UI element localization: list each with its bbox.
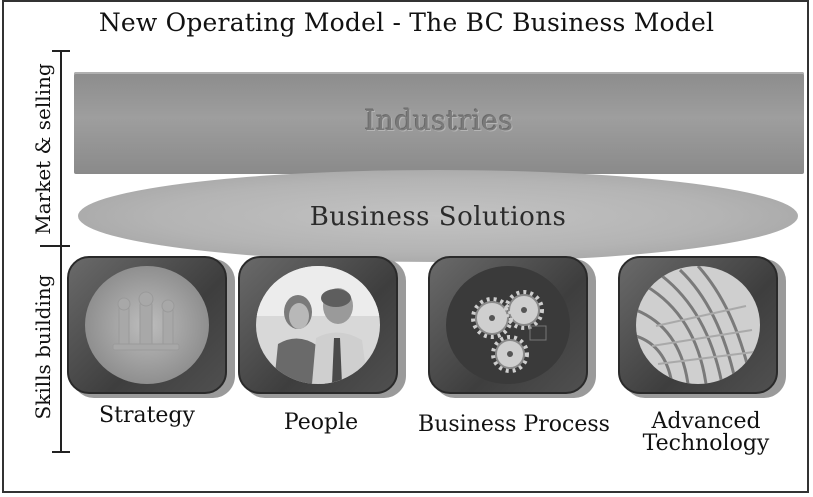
- market-selling-label: Market & selling: [31, 63, 55, 235]
- advanced-technology-label-line1: Advanced: [651, 409, 761, 434]
- market-bracket-vertical: [60, 50, 62, 246]
- people-tile: [238, 256, 406, 398]
- bracket-middle-tick: [40, 245, 70, 247]
- people-label: People: [283, 410, 359, 435]
- chess-pieces-icon: [85, 266, 209, 384]
- advanced-technology-label: Advanced Technology: [618, 411, 794, 455]
- two-people-photo-icon: [256, 266, 380, 384]
- advanced-technology-tile: [618, 256, 786, 398]
- market-bracket-top-tick: [52, 50, 70, 52]
- strategy-tile: [67, 256, 235, 398]
- circuit-lines-icon: [636, 266, 760, 384]
- business-solutions-label: Business Solutions: [309, 202, 567, 232]
- business-solutions-layer: Business Solutions: [78, 170, 798, 262]
- skills-bracket-vertical: [60, 246, 62, 452]
- advanced-technology-label-line2: Technology: [642, 431, 770, 456]
- strategy-label: Strategy: [99, 403, 195, 428]
- gears-icon: [446, 266, 570, 384]
- industries-layer: Industries: [74, 72, 804, 174]
- business-process-tile: [428, 256, 596, 398]
- industries-label: Industries: [364, 104, 514, 137]
- skills-building-label: Skills building: [31, 274, 55, 420]
- business-process-label: Business Process: [418, 412, 610, 437]
- skills-bracket-bottom-tick: [52, 451, 70, 453]
- diagram-title: New Operating Model - The BC Business Mo…: [98, 8, 715, 37]
